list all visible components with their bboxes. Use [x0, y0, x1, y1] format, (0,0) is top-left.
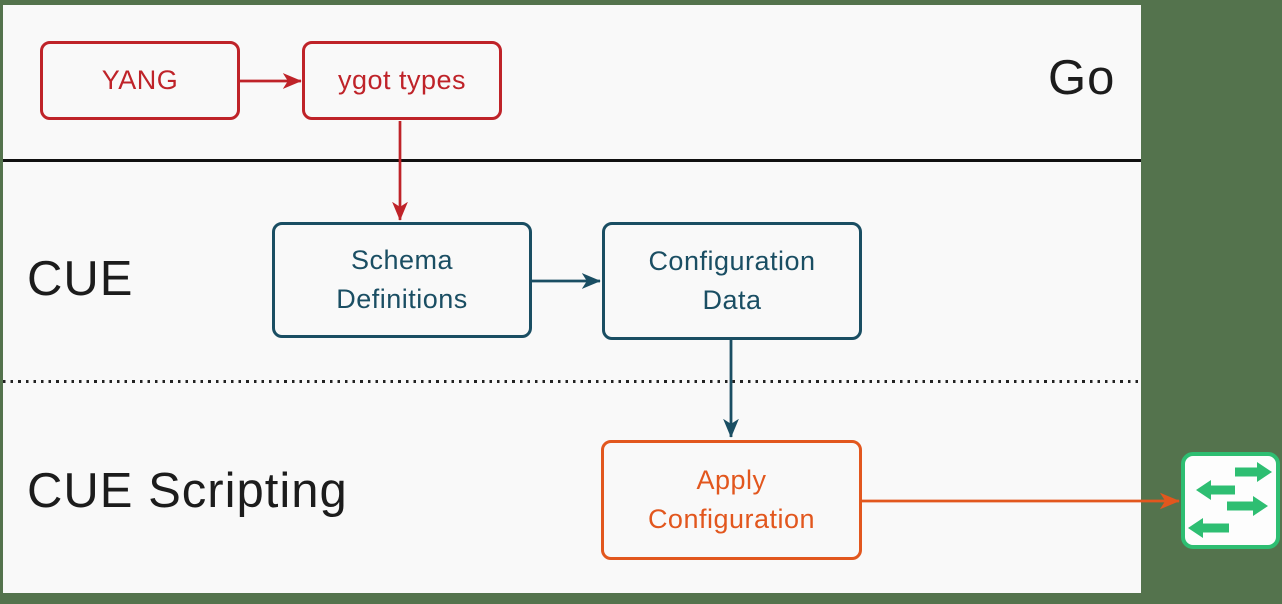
switch-arrows-graphic	[1188, 462, 1272, 538]
lane-label-go: Go	[1048, 51, 1116, 105]
network-switch-icon	[1181, 452, 1280, 549]
node-schema-definitions: Schema Definitions	[272, 222, 532, 338]
node-configuration-data-label: Configuration Data	[648, 245, 816, 315]
diagram-canvas	[3, 5, 1141, 593]
node-ygot-types: ygot types	[302, 41, 502, 120]
lane-label-cue: CUE	[27, 252, 134, 306]
node-apply-configuration-label: Apply Configuration	[647, 464, 816, 534]
node-ygot-types-label: ygot types	[337, 64, 467, 95]
node-yang-label: YANG	[101, 64, 179, 95]
node-configuration-data: Configuration Data	[602, 222, 862, 340]
node-apply-configuration: Apply Configuration	[601, 440, 862, 560]
go-cue-lane-divider	[3, 159, 1141, 162]
cue-scripting-lane-divider	[3, 380, 1141, 383]
node-yang: YANG	[40, 41, 240, 120]
lane-label-cue-scripting: CUE Scripting	[27, 464, 348, 518]
node-schema-definitions-label: Schema Definitions	[336, 244, 468, 314]
